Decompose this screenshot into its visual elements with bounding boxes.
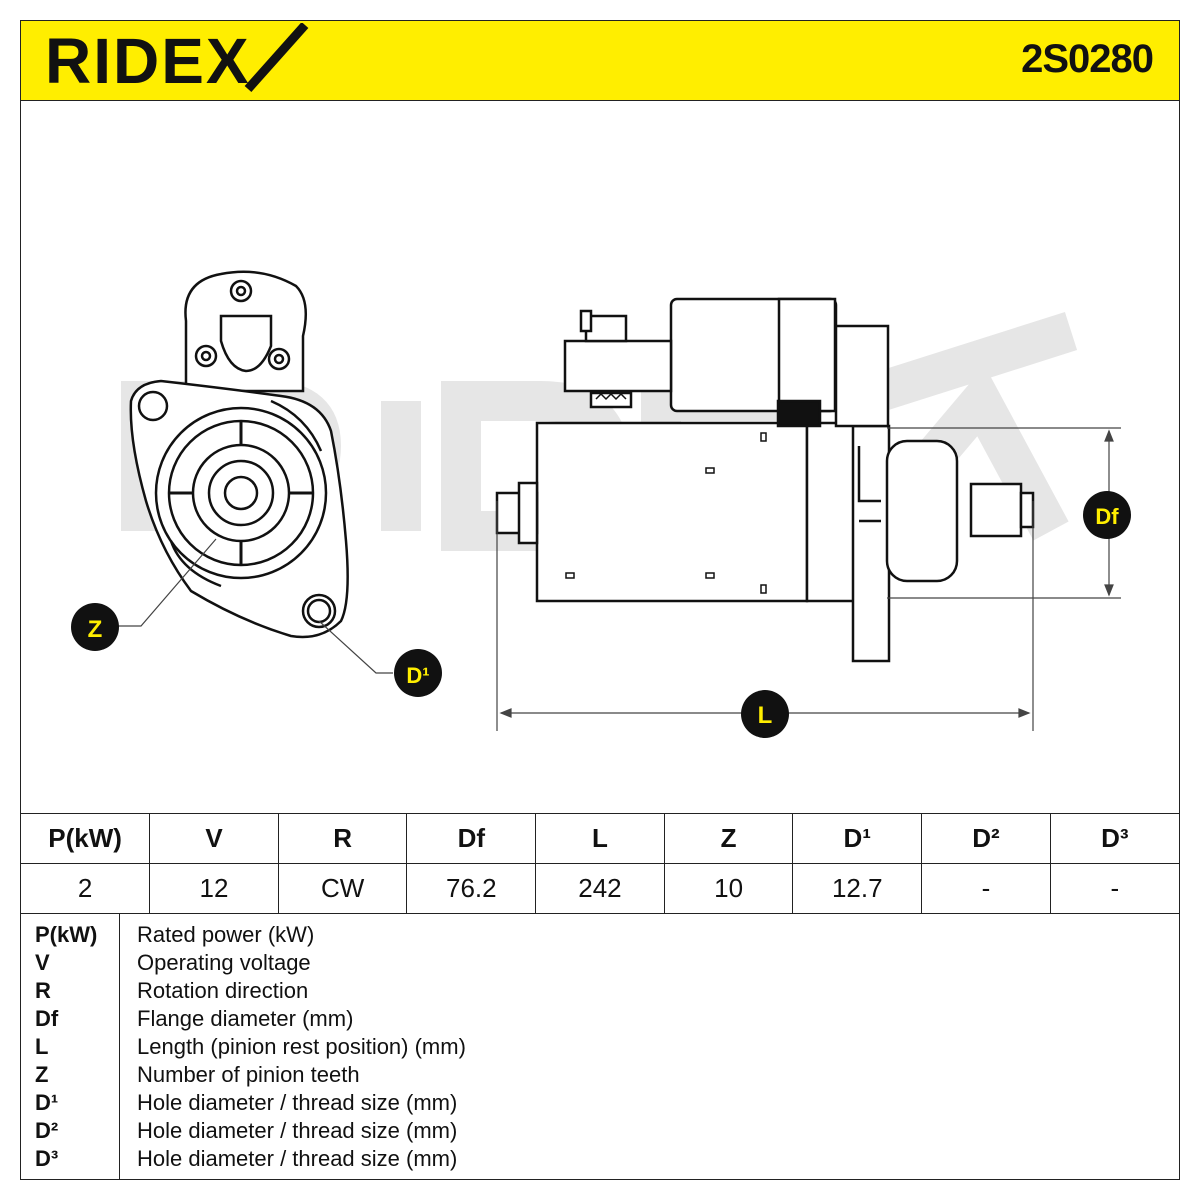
spec-header-row: P(kW) V R Df L Z D¹ D² D³ bbox=[21, 813, 1179, 864]
legend-key: D² bbox=[35, 1118, 59, 1143]
legend-key: L bbox=[35, 1034, 49, 1059]
legend-text: Hole diameter / thread size (mm) bbox=[137, 1090, 458, 1115]
spec-value-cell: - bbox=[921, 863, 1051, 914]
spec-header-cell: D² bbox=[921, 813, 1051, 864]
starter-front-view bbox=[129, 270, 349, 639]
spec-value-cell: 76.2 bbox=[406, 863, 537, 914]
legend-key: R bbox=[35, 978, 51, 1003]
datasheet-frame: RIDEX 2S0280 bbox=[20, 20, 1180, 1180]
spec-value-cell: - bbox=[1049, 863, 1179, 914]
legend-text: Rated power (kW) bbox=[137, 922, 315, 947]
legend-row: Z Number of pinion teeth bbox=[21, 1062, 1179, 1090]
starter-side-view bbox=[495, 297, 1035, 663]
legend-row: R Rotation direction bbox=[21, 978, 1179, 1006]
spec-header-cell: L bbox=[535, 813, 665, 864]
spec-value-row: 2 12 CW 76.2 242 10 12.7 - - bbox=[21, 863, 1179, 914]
spec-value-cell: 10 bbox=[663, 863, 794, 914]
spec-table: P(kW) V R Df L Z D¹ D² D³ 2 12 CW 76.2 2… bbox=[21, 813, 1179, 914]
legend-key: D³ bbox=[35, 1146, 59, 1171]
callout-df: Df bbox=[1083, 491, 1131, 539]
technical-drawing: Z D¹ Df L bbox=[71, 270, 1131, 738]
legend-text: Length (pinion rest position) (mm) bbox=[137, 1034, 466, 1059]
legend-row: V Operating voltage bbox=[21, 950, 1179, 978]
callout-z: Z bbox=[71, 603, 119, 651]
callout-df-label: Df bbox=[1095, 504, 1119, 529]
legend-key: P(kW) bbox=[35, 922, 98, 947]
part-number: 2S0280 bbox=[1021, 37, 1154, 81]
spec-header-cell: Df bbox=[406, 813, 537, 864]
legend-text: Hole diameter / thread size (mm) bbox=[137, 1118, 458, 1143]
legend-key: Df bbox=[35, 1006, 59, 1031]
header-band: RIDEX 2S0280 bbox=[21, 21, 1179, 101]
legend-text: Hole diameter / thread size (mm) bbox=[137, 1146, 458, 1171]
spec-header-cell: P(kW) bbox=[21, 813, 151, 864]
spec-header-cell: Z bbox=[663, 813, 794, 864]
callout-z-label: Z bbox=[88, 616, 103, 643]
legend-key: D¹ bbox=[35, 1090, 59, 1115]
legend-divider bbox=[119, 914, 120, 1179]
legend-row: D¹ Hole diameter / thread size (mm) bbox=[21, 1090, 1179, 1118]
legend-key: Z bbox=[35, 1062, 49, 1087]
ridex-logo: RIDEX bbox=[45, 23, 309, 93]
spec-value-cell: 2 bbox=[21, 863, 151, 914]
legend-row: Df Flange diameter (mm) bbox=[21, 1006, 1179, 1034]
legend-text: Rotation direction bbox=[137, 978, 309, 1003]
callout-l-label: L bbox=[758, 702, 773, 729]
spec-value-cell: 12 bbox=[149, 863, 279, 914]
spec-value-cell: 242 bbox=[535, 863, 665, 914]
spec-header-cell: V bbox=[149, 813, 279, 864]
legend-text: Flange diameter (mm) bbox=[137, 1006, 354, 1031]
legend-row: L Length (pinion rest position) (mm) bbox=[21, 1034, 1179, 1062]
legend-key: V bbox=[35, 950, 50, 975]
legend: P(kW) Rated power (kW) V Operating volta… bbox=[21, 914, 1179, 1179]
spec-value-cell: CW bbox=[277, 863, 408, 914]
legend-text: Number of pinion teeth bbox=[137, 1062, 360, 1087]
callout-d1-label: D¹ bbox=[406, 663, 429, 688]
legend-row: D³ Hole diameter / thread size (mm) bbox=[21, 1146, 1179, 1174]
spec-header-cell: D³ bbox=[1049, 813, 1179, 864]
legend-text: Operating voltage bbox=[137, 950, 311, 975]
spec-header-cell: D¹ bbox=[792, 813, 923, 864]
logo-text: RIDEX bbox=[45, 25, 251, 93]
callout-l: L bbox=[741, 690, 789, 738]
spec-header-cell: R bbox=[277, 813, 408, 864]
spec-value-cell: 12.7 bbox=[792, 863, 923, 914]
legend-row: D² Hole diameter / thread size (mm) bbox=[21, 1118, 1179, 1146]
legend-row: P(kW) Rated power (kW) bbox=[21, 922, 1179, 950]
callout-d1: D¹ bbox=[394, 649, 442, 697]
